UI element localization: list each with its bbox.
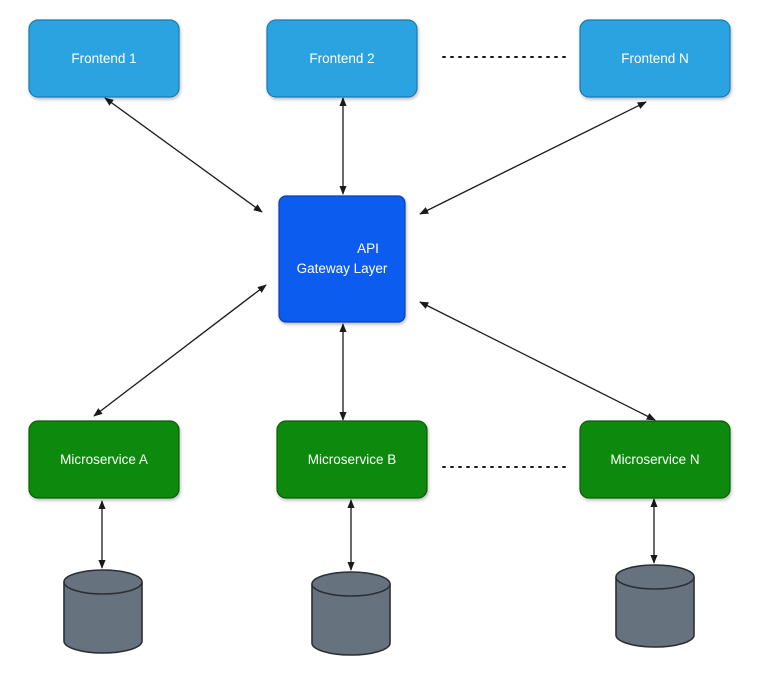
api-gateway-label-line1: API [357, 241, 379, 256]
microservice-node-b-label: Microservice B [308, 452, 397, 467]
connector-frontend-1-gateway [104, 97, 263, 213]
api-gateway-node[interactable]: API Gateway Layer [278, 195, 406, 323]
connectors [93, 97, 658, 571]
microservice-node-n-label: Microservice N [610, 452, 699, 467]
connector-frontend-n-gateway [419, 101, 647, 215]
frontend-node-1-label: Frontend 1 [71, 51, 136, 66]
database-icon-a [63, 569, 143, 654]
microservice-node-n[interactable]: Microservice N [579, 420, 731, 499]
frontend-node-n[interactable]: Frontend N [579, 19, 731, 98]
microservice-node-b[interactable]: Microservice B [276, 420, 428, 499]
connector-gateway-microservice-a [93, 284, 267, 417]
database-icon-b [311, 571, 391, 656]
connector-gateway-microservice-n [419, 301, 656, 421]
database-icon-n [615, 564, 695, 648]
frontend-node-2-label: Frontend 2 [309, 51, 374, 66]
frontend-node-n-label: Frontend N [621, 51, 689, 66]
api-gateway-label-line2: Gateway Layer [297, 261, 388, 276]
frontend-node-1[interactable]: Frontend 1 [28, 19, 180, 98]
frontend-node-2[interactable]: Frontend 2 [266, 19, 418, 98]
microservice-node-a-label: Microservice A [60, 452, 148, 467]
microservice-node-a[interactable]: Microservice A [28, 420, 180, 499]
